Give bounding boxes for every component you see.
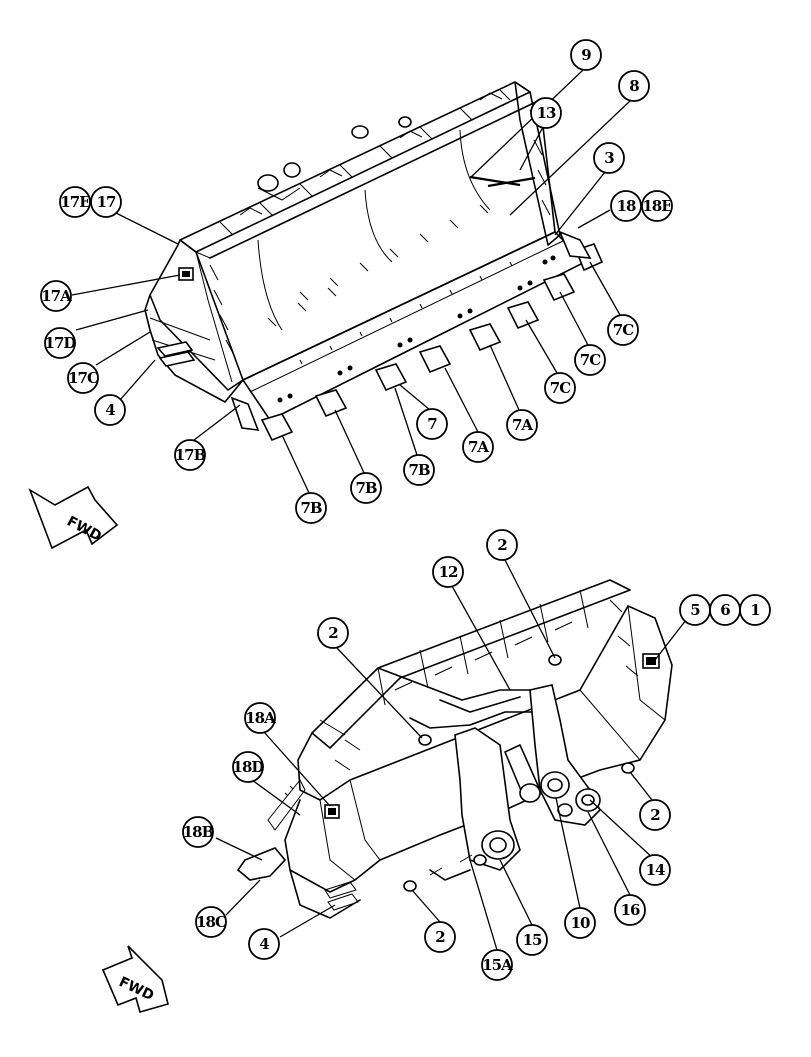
- fwd-arrow-top: FWD: [28, 485, 119, 550]
- bottom-callouts: 2 12 2 5 6 1 18A 18D 18B 18C 4 2 15A 15 …: [182, 529, 771, 981]
- svg-text:7B: 7B: [355, 479, 376, 497]
- top-bucket-drawing: [144, 81, 604, 442]
- callout-4-top: 4: [94, 394, 126, 426]
- callout-18B: 18B: [182, 816, 215, 848]
- callout-17A: 17A: [40, 280, 73, 312]
- svg-text:10: 10: [571, 914, 590, 932]
- callout-3: 3: [593, 142, 625, 174]
- callout-17D: 17D: [44, 327, 77, 359]
- svg-text:7A: 7A: [468, 438, 489, 456]
- callout-4-bottom: 4: [248, 928, 280, 960]
- callout-17E: 17E: [59, 186, 91, 218]
- svg-text:4: 4: [259, 935, 269, 953]
- svg-text:17: 17: [97, 193, 116, 211]
- callout-15: 15: [516, 924, 548, 956]
- svg-text:18C: 18C: [196, 913, 227, 931]
- top-callouts: 9 13 8 3 18 18E 17E 17 17A 17D 17C 4 7C …: [40, 39, 673, 524]
- svg-text:15: 15: [523, 931, 542, 949]
- svg-text:18E: 18E: [642, 197, 672, 215]
- callout-7C-c: 7C: [544, 372, 576, 404]
- callout-9: 9: [570, 39, 602, 71]
- svg-text:2: 2: [435, 928, 445, 946]
- svg-text:9: 9: [581, 46, 591, 64]
- callout-7A-b: 7A: [462, 431, 494, 463]
- callout-18: 18: [610, 190, 642, 222]
- callout-17B: 17B: [174, 439, 207, 471]
- callout-13: 13: [530, 97, 562, 129]
- svg-text:2: 2: [497, 536, 507, 554]
- fwd-arrow-bottom: FWD: [101, 945, 169, 1013]
- svg-text:2: 2: [328, 624, 338, 642]
- svg-text:6: 6: [720, 601, 730, 619]
- callout-1: 1: [739, 594, 771, 626]
- callout-18D: 18D: [232, 751, 265, 783]
- svg-text:18B: 18B: [183, 823, 214, 841]
- callout-18C: 18C: [195, 906, 228, 938]
- svg-text:17C: 17C: [68, 369, 99, 387]
- svg-text:15A: 15A: [482, 956, 513, 974]
- svg-text:4: 4: [105, 401, 115, 419]
- svg-text:12: 12: [439, 563, 458, 581]
- svg-text:3: 3: [604, 149, 614, 167]
- callout-2-a: 2: [486, 529, 518, 561]
- svg-text:5: 5: [690, 601, 700, 619]
- callout-15A: 15A: [481, 949, 514, 981]
- svg-text:18A: 18A: [245, 709, 276, 727]
- callout-10: 10: [564, 907, 596, 939]
- svg-text:7A: 7A: [512, 416, 533, 434]
- svg-text:16: 16: [621, 901, 640, 919]
- bottom-bucket-drawing: [236, 579, 673, 919]
- svg-text:7B: 7B: [300, 499, 321, 517]
- callout-18E: 18E: [641, 190, 673, 222]
- bottom-leader-lines: [215, 559, 687, 951]
- callout-8: 8: [618, 70, 650, 102]
- callout-14: 14: [639, 854, 671, 886]
- svg-text:17D: 17D: [45, 334, 77, 352]
- svg-text:7C: 7C: [613, 321, 634, 339]
- callout-16: 16: [614, 894, 646, 926]
- svg-text:17B: 17B: [175, 446, 206, 464]
- svg-text:7C: 7C: [580, 351, 601, 369]
- callout-7A-a: 7A: [506, 409, 538, 441]
- svg-text:17A: 17A: [41, 287, 72, 305]
- svg-text:7: 7: [427, 415, 437, 433]
- svg-text:2: 2: [650, 806, 660, 824]
- callout-7B-c: 7B: [295, 492, 327, 524]
- svg-text:18: 18: [617, 197, 636, 215]
- callout-6: 6: [709, 594, 741, 626]
- callout-17: 17: [90, 186, 122, 218]
- callout-18A: 18A: [244, 702, 277, 734]
- callout-7B-a: 7B: [403, 454, 435, 486]
- svg-text:17E: 17E: [60, 193, 90, 211]
- callout-2-c: 2: [424, 921, 456, 953]
- svg-text:1: 1: [750, 601, 759, 619]
- svg-text:8: 8: [629, 77, 639, 95]
- svg-text:13: 13: [537, 104, 556, 122]
- callout-17C: 17C: [67, 362, 100, 394]
- callout-12: 12: [432, 556, 464, 588]
- top-leader-lines: [71, 69, 632, 496]
- callout-7C-a: 7C: [607, 314, 639, 346]
- callout-7: 7: [416, 408, 448, 440]
- svg-text:18D: 18D: [233, 758, 265, 776]
- callout-5: 5: [679, 594, 711, 626]
- callout-7C-b: 7C: [574, 344, 606, 376]
- svg-text:7C: 7C: [550, 379, 571, 397]
- svg-text:7B: 7B: [408, 461, 429, 479]
- svg-text:14: 14: [646, 861, 665, 879]
- callout-2-b: 2: [317, 617, 349, 649]
- callout-7B-b: 7B: [350, 472, 382, 504]
- callout-2-d: 2: [639, 799, 671, 831]
